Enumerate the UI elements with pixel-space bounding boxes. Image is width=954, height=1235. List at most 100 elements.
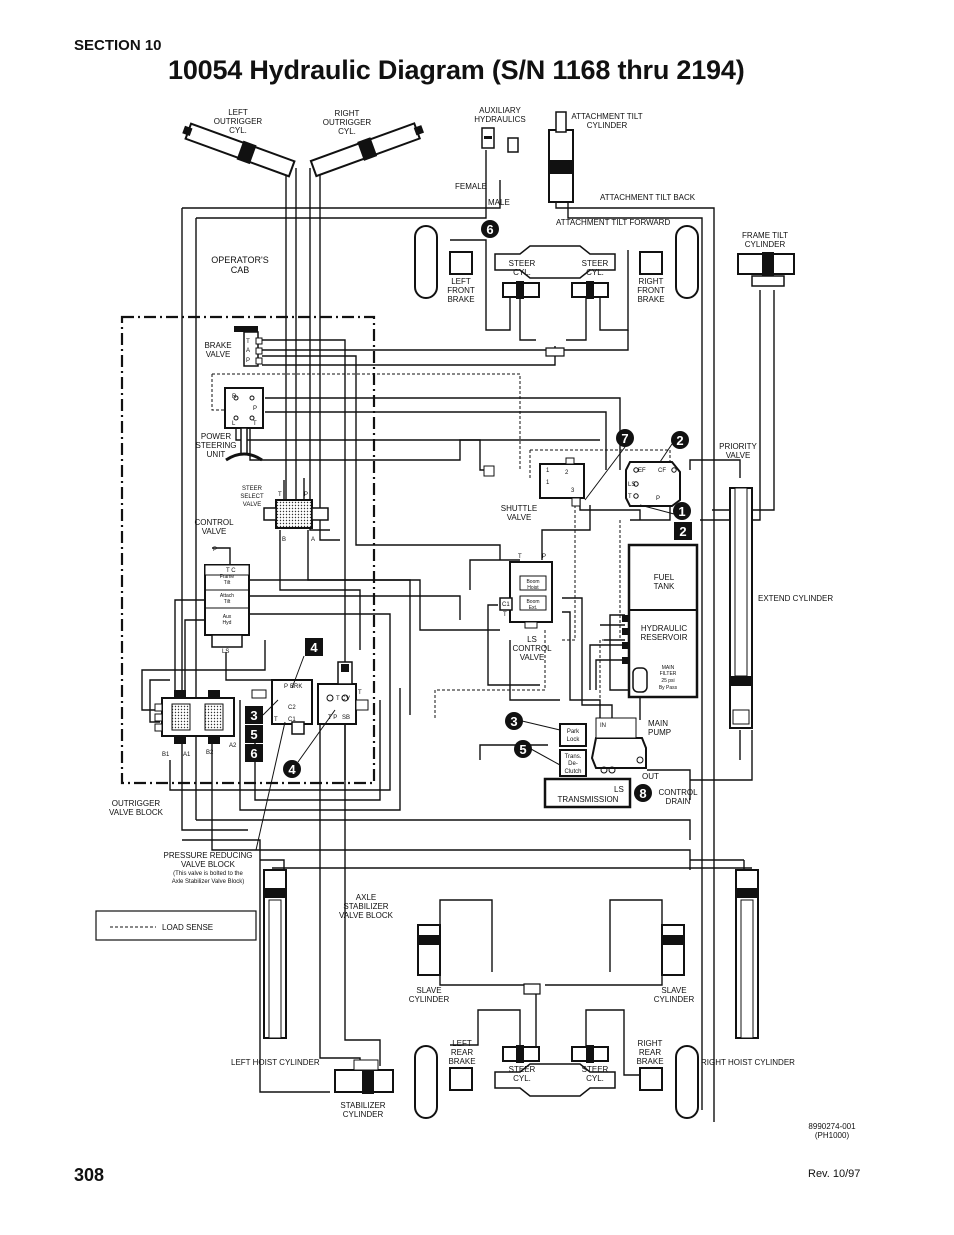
label-trans-1: Trans. bbox=[565, 754, 582, 760]
label-rrb-3: BRAKE bbox=[636, 1057, 663, 1066]
port-pv-p: P bbox=[656, 496, 660, 502]
label-lrb-1: LEFT bbox=[452, 1039, 472, 1048]
label-right-outrigger-2: OUTRIGGER bbox=[323, 118, 372, 127]
badge-3-circle-text: 3 bbox=[510, 714, 517, 729]
label-right-hoist: RIGHT HOIST CYLINDER bbox=[701, 1058, 795, 1067]
badge-3-square: 3 bbox=[245, 706, 263, 724]
label-rfb-3: BRAKE bbox=[637, 295, 664, 304]
label-drain-2: DRAIN bbox=[666, 797, 691, 806]
badge-3-circle: 3 bbox=[505, 712, 523, 730]
label-frame-tilt-1: FRAME TILT bbox=[742, 231, 788, 240]
label-trans-2: De- bbox=[568, 761, 578, 767]
right-front-brake bbox=[639, 251, 663, 275]
label-stabilizer-2: CYLINDER bbox=[343, 1110, 384, 1119]
label-shuttle-2: VALVE bbox=[507, 513, 532, 522]
label-asv-3: VALVE BLOCK bbox=[339, 911, 394, 920]
label-trans-3: Clutch bbox=[564, 769, 581, 775]
rear-tee-fitting bbox=[523, 983, 541, 995]
power-steering-unit bbox=[224, 387, 264, 462]
label-steer-select-3: VALVE bbox=[243, 502, 261, 508]
label-front-steer-l-2: CYL. bbox=[513, 268, 531, 277]
badge-2-square: 2 bbox=[674, 522, 692, 540]
rear-left-wheel bbox=[414, 1045, 438, 1119]
doc-id: 8990274-001 bbox=[808, 1122, 856, 1131]
port-psu-l: L bbox=[232, 421, 236, 427]
load-sense-lines bbox=[108, 373, 671, 928]
label-stabilizer-1: STABILIZER bbox=[340, 1101, 385, 1110]
port-psu-t: T bbox=[253, 421, 257, 427]
label-shuttle-1: SHUTTLE bbox=[501, 504, 537, 513]
badge-5-square-text: 5 bbox=[250, 727, 257, 742]
label-main-pump-2: PUMP bbox=[648, 728, 671, 737]
port-sv-2: 2 bbox=[565, 470, 569, 476]
port-prv-c2: C2 bbox=[288, 705, 296, 711]
label-lscv-1: LS bbox=[527, 635, 537, 644]
label-steer-select-1: STEER bbox=[242, 486, 263, 492]
front-axle bbox=[494, 245, 616, 279]
axle-stabilizer-valve-block bbox=[317, 661, 369, 725]
port-asv-tp: T P bbox=[328, 715, 337, 721]
ls-control-valve bbox=[499, 561, 553, 629]
label-lfb-3: BRAKE bbox=[447, 295, 474, 304]
port-asv-t: T bbox=[358, 690, 362, 696]
port-prv-brk: BRK bbox=[290, 684, 302, 690]
label-psu-2: STEERING bbox=[196, 441, 237, 450]
label-right-slave-2: CYLINDER bbox=[654, 995, 695, 1004]
label-rrb-1: RIGHT bbox=[638, 1039, 663, 1048]
badge-6-square: 6 bbox=[245, 744, 263, 762]
right-rear-brake bbox=[639, 1067, 663, 1091]
label-operators-cab-2: CAB bbox=[231, 265, 250, 275]
badge-8: 8 bbox=[634, 784, 652, 802]
label-park-2: Lock bbox=[567, 737, 581, 743]
transmission-box bbox=[543, 777, 632, 809]
badge-3-square-text: 3 bbox=[250, 708, 257, 723]
frame-tilt-cylinder bbox=[737, 252, 795, 287]
rear-right-wheel bbox=[675, 1045, 699, 1119]
label-male: MALE bbox=[488, 198, 510, 207]
port-pv-t: T bbox=[628, 494, 632, 500]
label-ovb-2: VALVE BLOCK bbox=[109, 808, 164, 817]
aux-hydraulics-couplers bbox=[481, 127, 519, 153]
label-right-slave-1: SLAVE bbox=[661, 986, 686, 995]
front-tee-fitting bbox=[545, 347, 565, 357]
label-control-valve-2: VALVE bbox=[202, 527, 227, 536]
badge-7-text: 7 bbox=[621, 431, 628, 446]
label-ovb-1: OUTRIGGER bbox=[112, 799, 161, 808]
fuel-tank-reservoir bbox=[622, 543, 699, 699]
label-aux-hyd-1: AUXILIARY bbox=[479, 106, 521, 115]
port-ssv-b: B bbox=[282, 537, 286, 543]
label-left-slave-1: SLAVE bbox=[416, 986, 441, 995]
left-outrigger-cylinder bbox=[182, 122, 296, 178]
label-prv-2: VALVE BLOCK bbox=[181, 860, 236, 869]
label-boom-hoist-1: Boom bbox=[526, 579, 539, 585]
port-pump-in: IN bbox=[600, 723, 606, 729]
label-rfb-2: FRONT bbox=[637, 286, 665, 295]
callout-leaders bbox=[255, 443, 675, 895]
badge-2-square-text: 2 bbox=[679, 524, 686, 539]
label-left-outrigger-3: CYL. bbox=[229, 126, 247, 135]
port-ovb-a1: A1 bbox=[183, 752, 191, 758]
label-transmission: TRANSMISSION bbox=[558, 795, 619, 804]
label-attach-tilt-back: ATTACHMENT TILT BACK bbox=[600, 193, 696, 202]
label-rear-steer-r-1: STEER bbox=[582, 1065, 609, 1074]
label-reservoir-2: RESERVOIR bbox=[641, 633, 688, 642]
revision-label: Rev. 10/97 bbox=[808, 1168, 861, 1180]
front-right-wheel bbox=[675, 225, 699, 299]
label-lscv-2: CONTROL bbox=[512, 644, 552, 653]
trans-declutch-box bbox=[559, 749, 587, 777]
port-ovb-b1: B1 bbox=[162, 752, 170, 758]
label-prv-3: (This valve is bolted to the bbox=[173, 871, 243, 877]
label-cv-aux-1: Aux bbox=[223, 614, 232, 620]
label-female: FEMALE bbox=[455, 182, 487, 191]
label-left-outrigger-2: OUTRIGGER bbox=[214, 117, 263, 126]
label-reservoir-1: HYDRAULIC bbox=[641, 624, 687, 633]
label-lrb-2: REAR bbox=[451, 1048, 473, 1057]
label-control-valve-1: CONTROL bbox=[194, 518, 234, 527]
port-lsv-t2: T bbox=[503, 612, 507, 618]
page-title: 10054 Hydraulic Diagram (S/N 1168 thru 2… bbox=[168, 55, 745, 85]
badge-6-square-text: 6 bbox=[250, 746, 257, 761]
legend-load-sense-label: LOAD SENSE bbox=[162, 923, 213, 932]
label-prv-4: Axle Stabilizer Valve Block) bbox=[172, 879, 245, 885]
label-left-slave-2: CYLINDER bbox=[409, 995, 450, 1004]
label-rear-steer-l-1: STEER bbox=[509, 1065, 536, 1074]
